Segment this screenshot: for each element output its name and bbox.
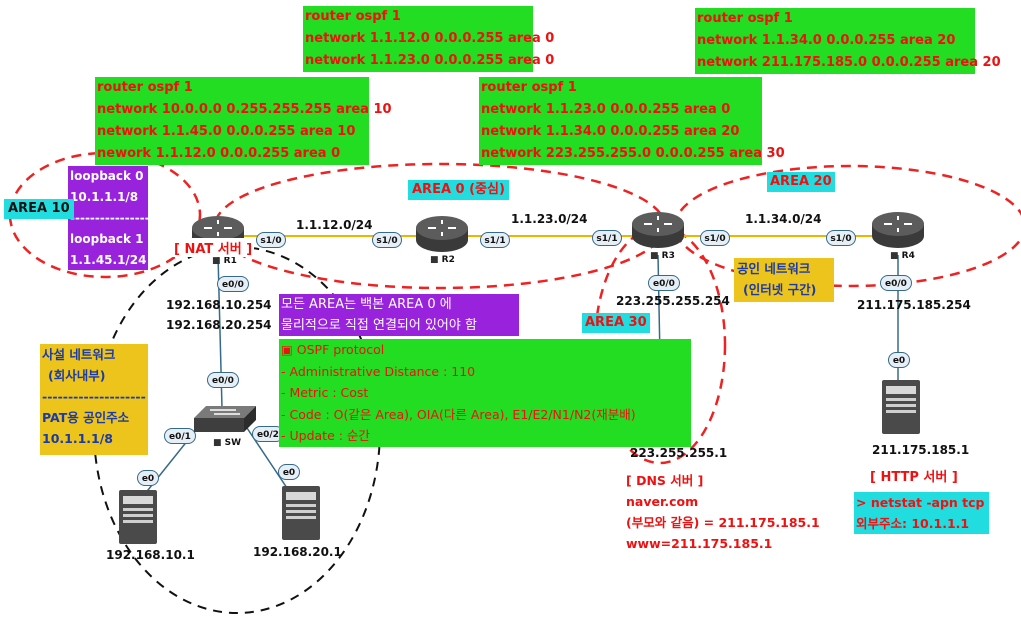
ospf-item: - Update : 순간 <box>281 428 370 443</box>
pc2-server-icon[interactable] <box>280 484 322 542</box>
area20-ellipse <box>673 164 1021 288</box>
ospf-info-box: ▣ OSPF protocol - Administrative Distanc… <box>279 339 691 447</box>
config-line: router ospf 1 <box>305 9 401 24</box>
ospf-title: ▣ OSPF protocol <box>281 342 385 357</box>
private-net-pat: PAT용 공인주소 <box>42 410 130 425</box>
r4-e0-ip: 211.175.185.254 <box>857 298 971 312</box>
port-r3-s10: s1/0 <box>700 230 730 246</box>
nat-server-label: [ NAT 서버 ] <box>172 238 255 257</box>
config-line: router ospf 1 <box>697 11 793 26</box>
r1-config-box: router ospf 1 network 10.0.0.0 0.255.255… <box>95 77 392 165</box>
port-sw-e00: e0/0 <box>207 372 239 388</box>
port-web-e0: e0 <box>888 352 910 368</box>
router-r3-label: R3 <box>650 251 675 261</box>
dns-record-www: www=211.175.185.1 <box>626 536 773 551</box>
area10-label: AREA 10 <box>4 199 74 219</box>
config-line: nework 1.1.12.0 0.0.0.255 area 0 <box>97 146 341 161</box>
dns-info: [ DNS 서버 ] naver.com (부모와 같음) = 211.175.… <box>626 470 836 554</box>
config-line: network 10.0.0.0 0.255.255.255 area 10 <box>97 102 392 117</box>
loopback1-ip: 1.1.45.1/24 <box>70 253 147 267</box>
port-r4-s10: s1/0 <box>826 230 856 246</box>
r4-config-box: router ospf 1 network 1.1.34.0 0.0.0.255… <box>695 8 1001 74</box>
port-r2-s11: s1/1 <box>480 232 510 248</box>
public-network-box: 공인 네트워크 (인터넷 구간) <box>734 258 834 302</box>
router-r1-label: R1 <box>212 256 237 266</box>
netstat-box: > netstat -apn tcp 외부주소: 10.1.1.1 <box>854 492 989 534</box>
r3-config-box: router ospf 1 network 1.1.23.0 0.0.0.255… <box>479 77 785 165</box>
config-line: network 1.1.45.0 0.0.0.255 area 10 <box>97 124 356 139</box>
config-line: router ospf 1 <box>481 80 577 95</box>
backbone-note: 모든 AREA는 백본 AREA 0 에 물리적으로 직접 연결되어 있어야 함 <box>279 294 519 336</box>
config-line: router ospf 1 <box>97 80 193 95</box>
web-server-icon[interactable] <box>880 378 922 436</box>
link-r1-r2-label: 1.1.12.0/24 <box>296 218 373 232</box>
link-r2-r3-label: 1.1.23.0/24 <box>511 212 588 226</box>
area30-label: AREA 30 <box>582 313 650 333</box>
netstat-command: > netstat -apn tcp <box>856 495 985 510</box>
config-line: network 211.175.185.0 0.0.0.255 area 20 <box>697 55 1001 70</box>
private-net-ip: 10.1.1.1/8 <box>42 431 113 446</box>
pc1-server-icon[interactable] <box>117 488 159 546</box>
router-r4-icon[interactable] <box>870 210 926 250</box>
loopback1-label: loopback 1 <box>70 232 144 246</box>
port-pc1-e0: e0 <box>137 470 159 486</box>
netstat-result: 외부주소: 10.1.1.1 <box>856 516 970 531</box>
port-sw-e01: e0/1 <box>164 428 196 444</box>
config-line: network 1.1.34.0 0.0.0.255 area 20 <box>697 33 956 48</box>
ospf-item: - Code : O(같은 Area), OIA(다른 Area), E1/E2… <box>281 406 636 422</box>
dns-record-parent: (부모와 같음) = 211.175.185.1 <box>626 515 820 530</box>
pc2-ip: 192.168.20.1 <box>253 545 342 559</box>
port-r3-e00: e0/0 <box>648 275 680 291</box>
port-r1-s10: s1/0 <box>256 232 286 248</box>
public-net-subtitle: (인터넷 구간) <box>743 282 817 297</box>
router-r4-label: R4 <box>890 251 915 261</box>
port-r4-e00: e0/0 <box>880 275 912 291</box>
r3-e0-ip: 223.255.255.254 <box>616 294 730 308</box>
config-line: network 1.1.23.0 0.0.0.255 area 0 <box>481 102 731 117</box>
link-r3-r4-label: 1.1.34.0/24 <box>745 212 822 226</box>
loopback0-label: loopback 0 <box>70 169 144 183</box>
port-pc2-e0: e0 <box>278 464 300 480</box>
router-r2-icon[interactable] <box>414 214 470 254</box>
private-network-box: 사설 네트워크 (회사내부) -------------------- PAT용… <box>40 344 148 455</box>
router-r2-label: R2 <box>430 255 455 265</box>
port-r2-s10: s1/0 <box>372 232 402 248</box>
note-line-2: 물리적으로 직접 연결되어 있어야 함 <box>281 318 477 333</box>
note-line-1: 모든 AREA는 백본 AREA 0 에 <box>281 297 452 312</box>
loopback0-ip: 10.1.1.1/8 <box>70 190 139 204</box>
loopback-box: loopback 0 10.1.1.1/8 ---------------- l… <box>68 166 150 270</box>
dns-domain: naver.com <box>626 494 699 509</box>
config-line: network 223.255.255.0 0.0.0.255 area 30 <box>481 146 785 161</box>
dns-title: [ DNS 서버 ] <box>626 473 704 488</box>
router-r3-icon[interactable] <box>630 210 686 250</box>
http-server-label: [ HTTP 서버 ] <box>870 470 958 485</box>
ospf-item: - Metric : Cost <box>281 385 369 400</box>
r1-gateway-ip-1: 192.168.10.254 <box>166 298 272 312</box>
r1-gateway-ip-2: 192.168.20.254 <box>166 318 272 332</box>
pc1-ip: 192.168.10.1 <box>106 548 195 562</box>
config-line: network 1.1.34.0 0.0.0.255 area 20 <box>481 124 740 139</box>
config-line: network 1.1.23.0 0.0.0.255 area 0 <box>305 53 555 68</box>
ospf-item: - Administrative Distance : 110 <box>281 363 476 379</box>
area20-label: AREA 20 <box>767 172 835 192</box>
web-server-ip: 211.175.185.1 <box>872 443 970 457</box>
switch-label: SW <box>213 438 241 448</box>
config-line: network 1.1.12.0 0.0.0.255 area 0 <box>305 31 555 46</box>
private-net-sep: -------------------- <box>42 389 146 404</box>
private-net-title: 사설 네트워크 <box>42 347 116 362</box>
private-net-subtitle: (회사내부) <box>48 368 106 383</box>
port-r3-s11: s1/1 <box>592 230 622 246</box>
switch-icon[interactable] <box>192 404 258 436</box>
area0-label: AREA 0 (중심) <box>408 180 509 200</box>
area10-ellipse <box>8 151 202 279</box>
dns-server-ip: 223.255.255.1 <box>630 446 728 460</box>
public-net-title: 공인 네트워크 <box>737 261 811 276</box>
r2-config-box: router ospf 1 network 1.1.12.0 0.0.0.255… <box>303 6 555 72</box>
loopback-sep: ---------------- <box>70 211 150 225</box>
port-r1-e00: e0/0 <box>217 276 249 292</box>
